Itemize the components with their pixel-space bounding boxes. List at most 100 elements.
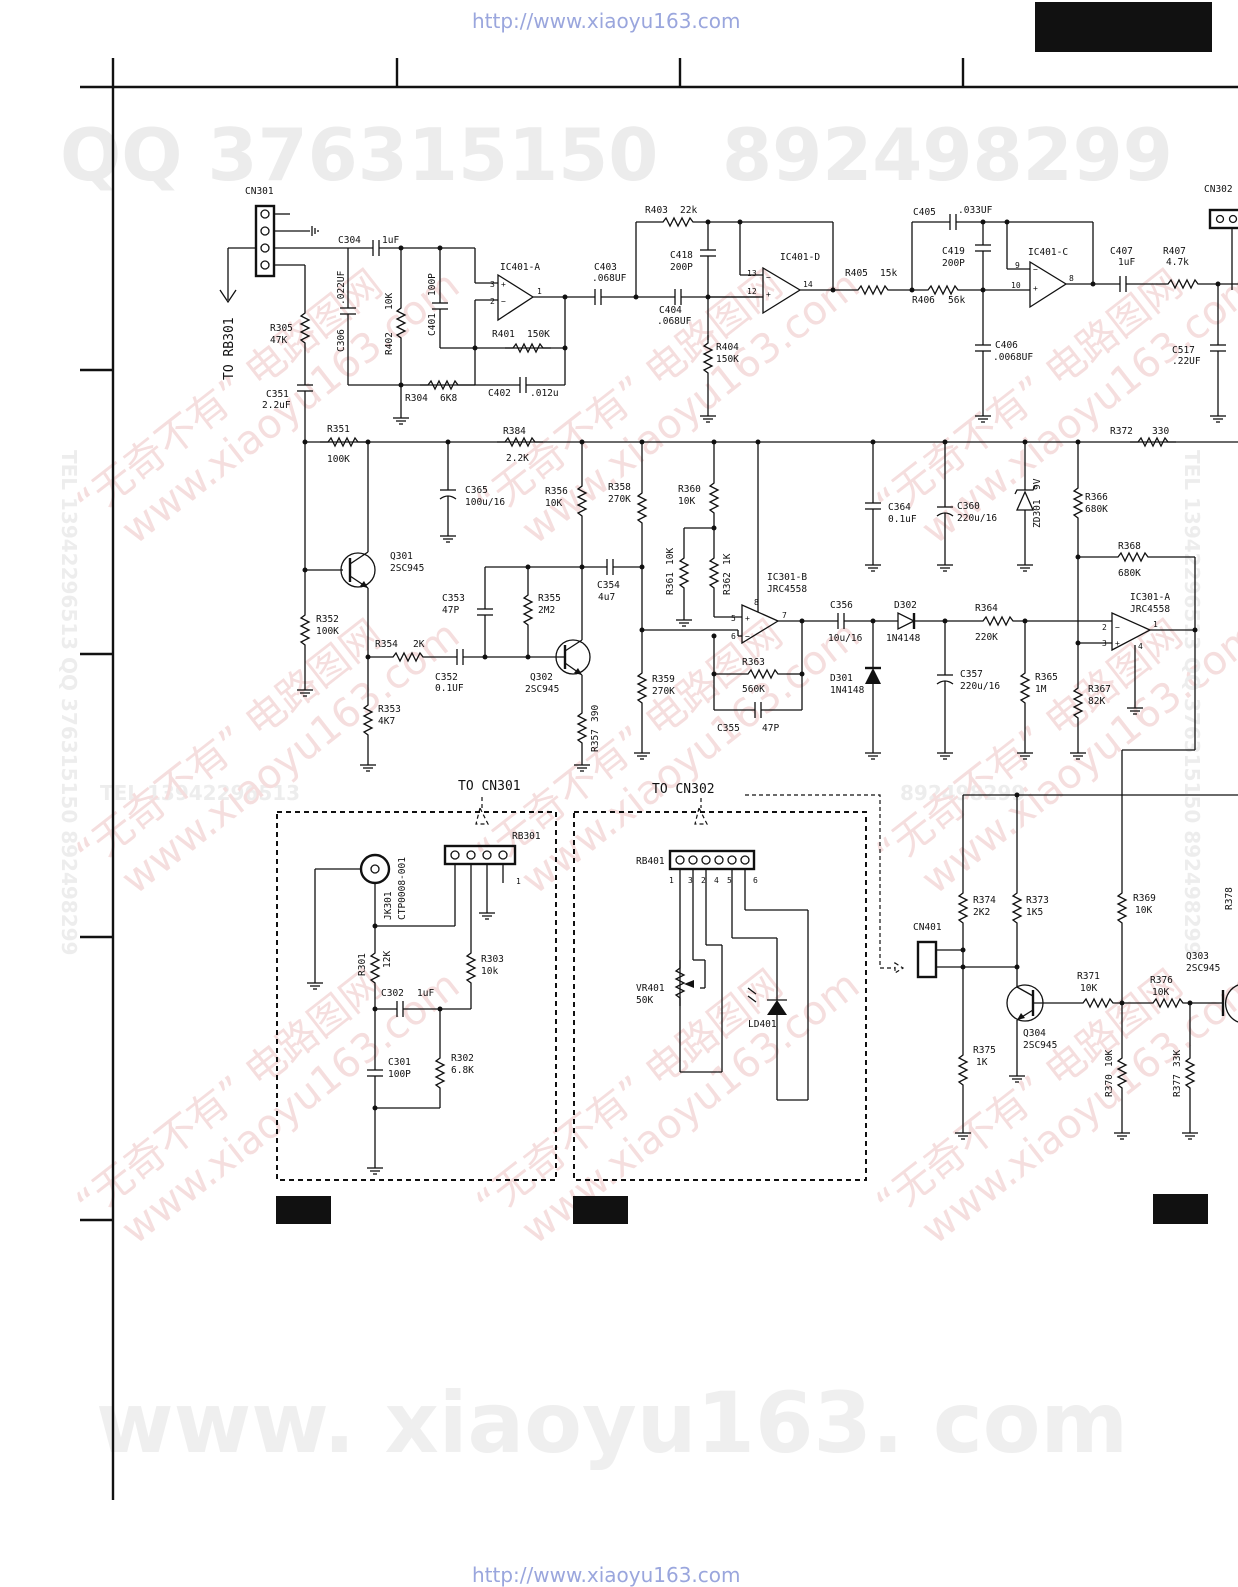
svg-text:C357: C357 [960,669,983,680]
svg-text:1N4148: 1N4148 [886,633,921,644]
svg-text:10K: 10K [1080,983,1097,994]
svg-text:82K: 82K [1088,696,1105,707]
svg-text:+: + [1033,284,1038,293]
svg-text:1: 1 [537,287,542,296]
svg-text:C356: C356 [830,600,853,611]
svg-text:RB301: RB301 [512,831,541,842]
opamp-ic401a: IC401-A 321 +− [474,248,595,385]
svg-text:12: 12 [747,287,757,296]
svg-text:3: 3 [490,280,495,289]
svg-text:C407: C407 [1110,246,1133,257]
svg-text:−: − [766,273,771,282]
svg-text:560K: 560K [742,684,765,695]
svg-text:4.7k: 4.7k [1166,257,1189,268]
svg-text:.012u: .012u [530,388,559,399]
svg-text:C402: C402 [488,388,511,399]
svg-text:C352: C352 [435,672,458,683]
svg-text:Q303: Q303 [1186,951,1209,962]
svg-text:R356: R356 [545,486,568,497]
svg-text:CN301: CN301 [245,186,274,197]
svg-text:RB401: RB401 [636,856,665,867]
svg-text:TO CN301: TO CN301 [458,779,521,794]
svg-text:10K: 10K [384,293,395,310]
svg-text:6: 6 [753,876,758,885]
watermark-bottom: www. xiaoyu163. com [96,1374,1128,1472]
svg-text:IC401-C: IC401-C [1028,247,1068,258]
svg-text:C306: C306 [336,329,347,352]
svg-text:R360: R360 [678,484,701,495]
svg-text:C360: C360 [957,501,980,512]
svg-text:C355: C355 [717,723,740,734]
svg-text:R371: R371 [1077,971,1100,982]
svg-text:R378: R378 [1224,887,1235,910]
svg-text:C405: C405 [913,207,936,218]
svg-text:R365: R365 [1035,672,1058,683]
svg-text:C517: C517 [1172,345,1195,356]
svg-text:1: 1 [669,876,674,885]
svg-text:1: 1 [516,877,521,886]
svg-text:2: 2 [1102,623,1107,632]
svg-text:R301: R301 [357,953,368,976]
svg-text:CN401: CN401 [913,922,942,933]
svg-text:2: 2 [701,876,706,885]
svg-text:R367: R367 [1088,684,1111,695]
svg-text:R359: R359 [652,674,675,685]
svg-text:Q304: Q304 [1023,1028,1046,1039]
svg-text:C351: C351 [266,389,289,400]
svg-text:TO CN302: TO CN302 [652,782,715,797]
svg-text:150K: 150K [527,329,550,340]
svg-text:220u/16: 220u/16 [960,681,1000,692]
svg-text:IC301-B: IC301-B [767,572,807,583]
svg-text:C353: C353 [442,593,465,604]
svg-text:47P: 47P [442,605,459,616]
svg-text:270K: 270K [608,494,631,505]
svg-text:R376: R376 [1150,975,1173,986]
svg-text:Q301: Q301 [390,551,413,562]
svg-text:R357: R357 [590,729,601,752]
svg-text:4K7: 4K7 [378,716,395,727]
svg-text:C365: C365 [465,485,488,496]
watermark-tel: TEL 13942296513 [100,781,300,805]
svg-text:10u/16: 10u/16 [828,633,863,644]
svg-text:R355: R355 [538,593,561,604]
svg-text:LD401: LD401 [748,1019,777,1030]
svg-text:C418: C418 [670,250,693,261]
svg-text:14: 14 [803,280,813,289]
svg-text:22k: 22k [680,205,697,216]
svg-text:2K: 2K [413,639,425,650]
svg-text:4: 4 [1138,642,1143,651]
svg-text:2SC945: 2SC945 [390,563,424,574]
svg-text:R402: R402 [384,332,395,355]
svg-text:150K: 150K [716,354,739,365]
svg-text:R404: R404 [716,342,739,353]
svg-text:10K: 10K [1135,905,1152,916]
svg-text:R373: R373 [1026,895,1049,906]
svg-text:+: + [745,614,750,623]
svg-text:R375: R375 [973,1045,996,1056]
svg-text:680K: 680K [1085,504,1108,515]
svg-text:10K: 10K [665,548,676,565]
svg-text:220u/16: 220u/16 [957,513,997,524]
svg-text:R361: R361 [665,572,676,595]
svg-text:D302: D302 [894,600,917,611]
svg-text:7: 7 [782,611,787,620]
svg-text:R368: R368 [1118,541,1141,552]
svg-text:R370: R370 [1104,1074,1115,1097]
rb301-board: TO CN301 RB301 1 JK301 CTP0008-001 R301 … [276,779,557,1181]
watermark-www-2: www.xiaoyu163.com [513,262,868,553]
svg-text:.22UF: .22UF [1172,356,1201,367]
watermark-www-4: www.xiaoyu163.com [113,612,468,903]
svg-text:R351: R351 [327,424,350,435]
svg-text:6: 6 [731,632,736,641]
svg-text:CN302: CN302 [1204,184,1233,195]
svg-text:R369: R369 [1133,893,1156,904]
svg-text:2SC945: 2SC945 [1023,1040,1057,1051]
svg-text:5: 5 [727,876,732,885]
